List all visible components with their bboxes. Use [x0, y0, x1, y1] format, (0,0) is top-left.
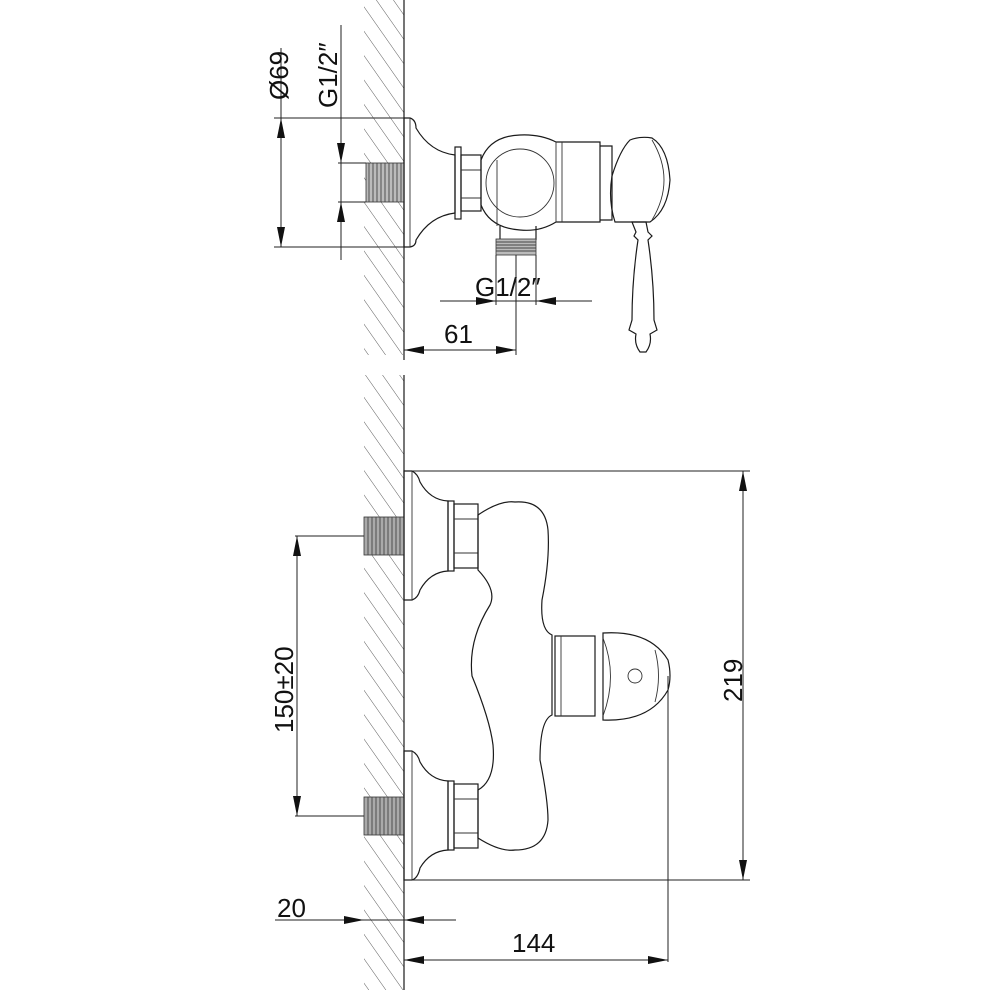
outlet-thread [495, 238, 537, 256]
handle-indicator-hole [627, 668, 643, 684]
body-ring [485, 148, 555, 218]
upper-inlet-thread [363, 516, 405, 556]
label-outlet-offset: 61 [444, 319, 473, 349]
valve-body [480, 134, 601, 231]
label-wall-depth: 20 [277, 893, 306, 923]
label-flange-diameter: Ø69 [264, 51, 294, 100]
hex-nut [460, 154, 482, 212]
dim-flange-diameter: Ø69 [264, 48, 404, 248]
wall-section-hatch-front [364, 375, 404, 990]
label-inlet-thread: G1/2″ [313, 42, 343, 108]
inlet-thread [365, 162, 405, 203]
side-view: Ø69 G1/2″ G1/2″ 61 [264, 0, 671, 360]
label-overall-height: 219 [718, 659, 748, 702]
dim-inlet-spacing: 150±20 [269, 535, 364, 817]
dim-outlet-offset: 61 [404, 255, 517, 355]
lower-inlet-thread [363, 796, 405, 836]
upper-hex-nut [453, 503, 479, 569]
mixer-body [470, 501, 553, 851]
upper-flange [403, 470, 449, 601]
dim-outlet-thread: G1/2″ [440, 255, 592, 305]
dim-overall-height: 219 [404, 470, 750, 881]
nut-ring [454, 146, 462, 220]
label-overall-projection: 144 [512, 928, 555, 958]
label-outlet-thread: G1/2″ [475, 272, 541, 302]
dim-wall-depth: 20 [275, 893, 456, 924]
flange [403, 117, 456, 248]
cartridge-sleeve [554, 635, 596, 717]
label-inlet-spacing: 150±20 [269, 646, 299, 733]
handle-cap [602, 632, 671, 721]
dim-inlet-thread: G1/2″ [313, 25, 366, 260]
handle-head [609, 136, 671, 223]
dim-overall-projection: 144 [404, 676, 669, 964]
lower-flange [403, 750, 449, 881]
lever-handle [628, 221, 658, 353]
lower-hex-nut [453, 783, 479, 849]
front-view: 219 150±20 20 144 [269, 375, 750, 990]
